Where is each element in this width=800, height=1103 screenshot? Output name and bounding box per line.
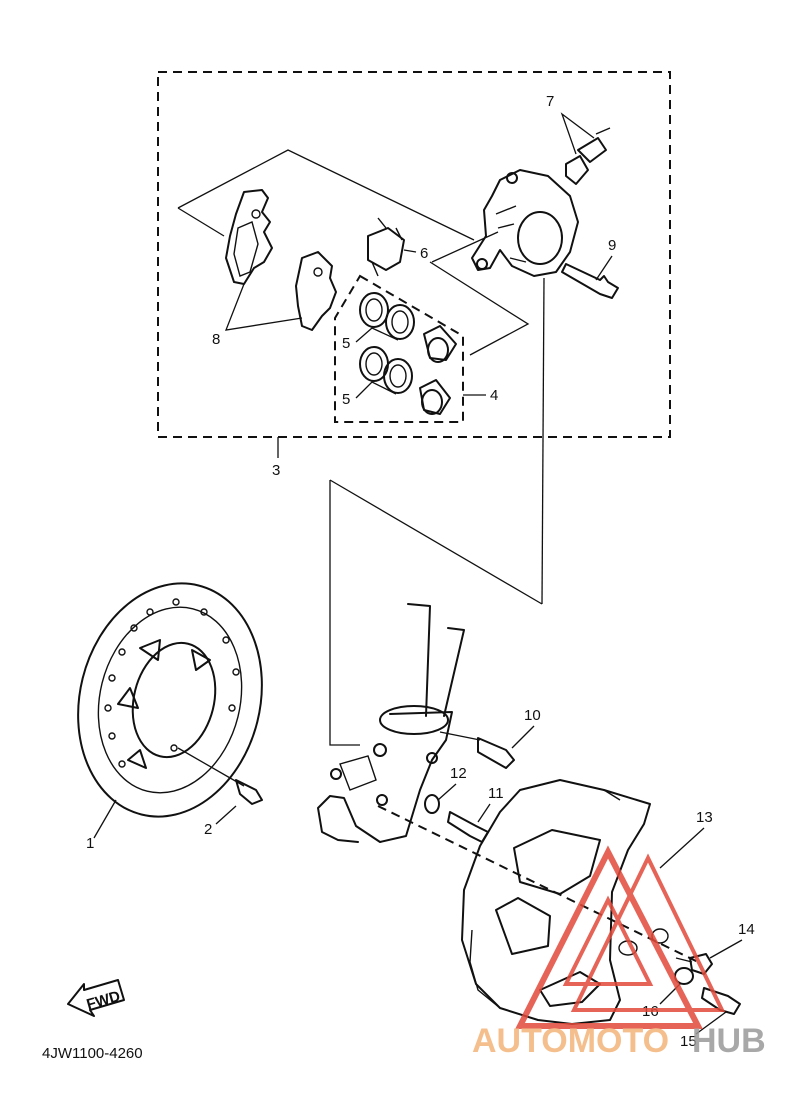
label-5-upper: 5 [342,335,350,352]
piston-seals [359,292,415,394]
cover-bolt-lower [701,987,741,1015]
washer [424,794,440,814]
pad-pin [561,263,619,299]
label-8: 8 [212,331,220,348]
diagram-code: 4JW1100-4260 [42,1045,143,1062]
label-2: 2 [204,821,212,838]
bleed-screw [565,127,611,185]
label-14: 14 [738,921,755,938]
label-9: 9 [608,237,616,254]
pistons [419,325,457,415]
watermark-text-automoto: AUTOMOTO [472,1022,669,1060]
part-labels: 1 2 3 4 5 5 6 7 8 9 10 11 12 13 14 15 16 [86,93,755,1050]
reference-lines [177,149,545,746]
label-3: 3 [272,462,280,479]
front-fork [317,603,465,843]
cover-bolt-upper [675,953,713,975]
caliper-body [471,169,579,277]
disc-bolt [177,747,263,805]
fwd-arrow: FWD [67,979,125,1017]
fwd-label: FWD [85,988,123,1014]
label-6: 6 [420,245,428,262]
automotohub-watermark: AUTOMOTO HUB [472,845,766,1060]
brake-disc [77,582,263,818]
pad-spring [367,217,405,277]
brake-pad-outer [295,251,337,331]
label-10: 10 [524,707,541,724]
watermark-triangle-icon [515,845,726,1029]
label-11: 11 [488,785,504,802]
watermark-text-hub: HUB [692,1022,766,1060]
label-15: 15 [680,1033,697,1050]
caliper-assembly-box [157,71,671,438]
label-4: 4 [490,387,498,404]
label-13: 13 [696,809,713,826]
label-12: 12 [450,765,467,782]
pinch-bolt [439,731,515,769]
seal-kit-box [334,274,464,423]
label-7: 7 [546,93,554,110]
label-1: 1 [86,835,94,852]
brake-pad-inner [225,189,273,285]
label-5-lower: 5 [342,391,350,408]
